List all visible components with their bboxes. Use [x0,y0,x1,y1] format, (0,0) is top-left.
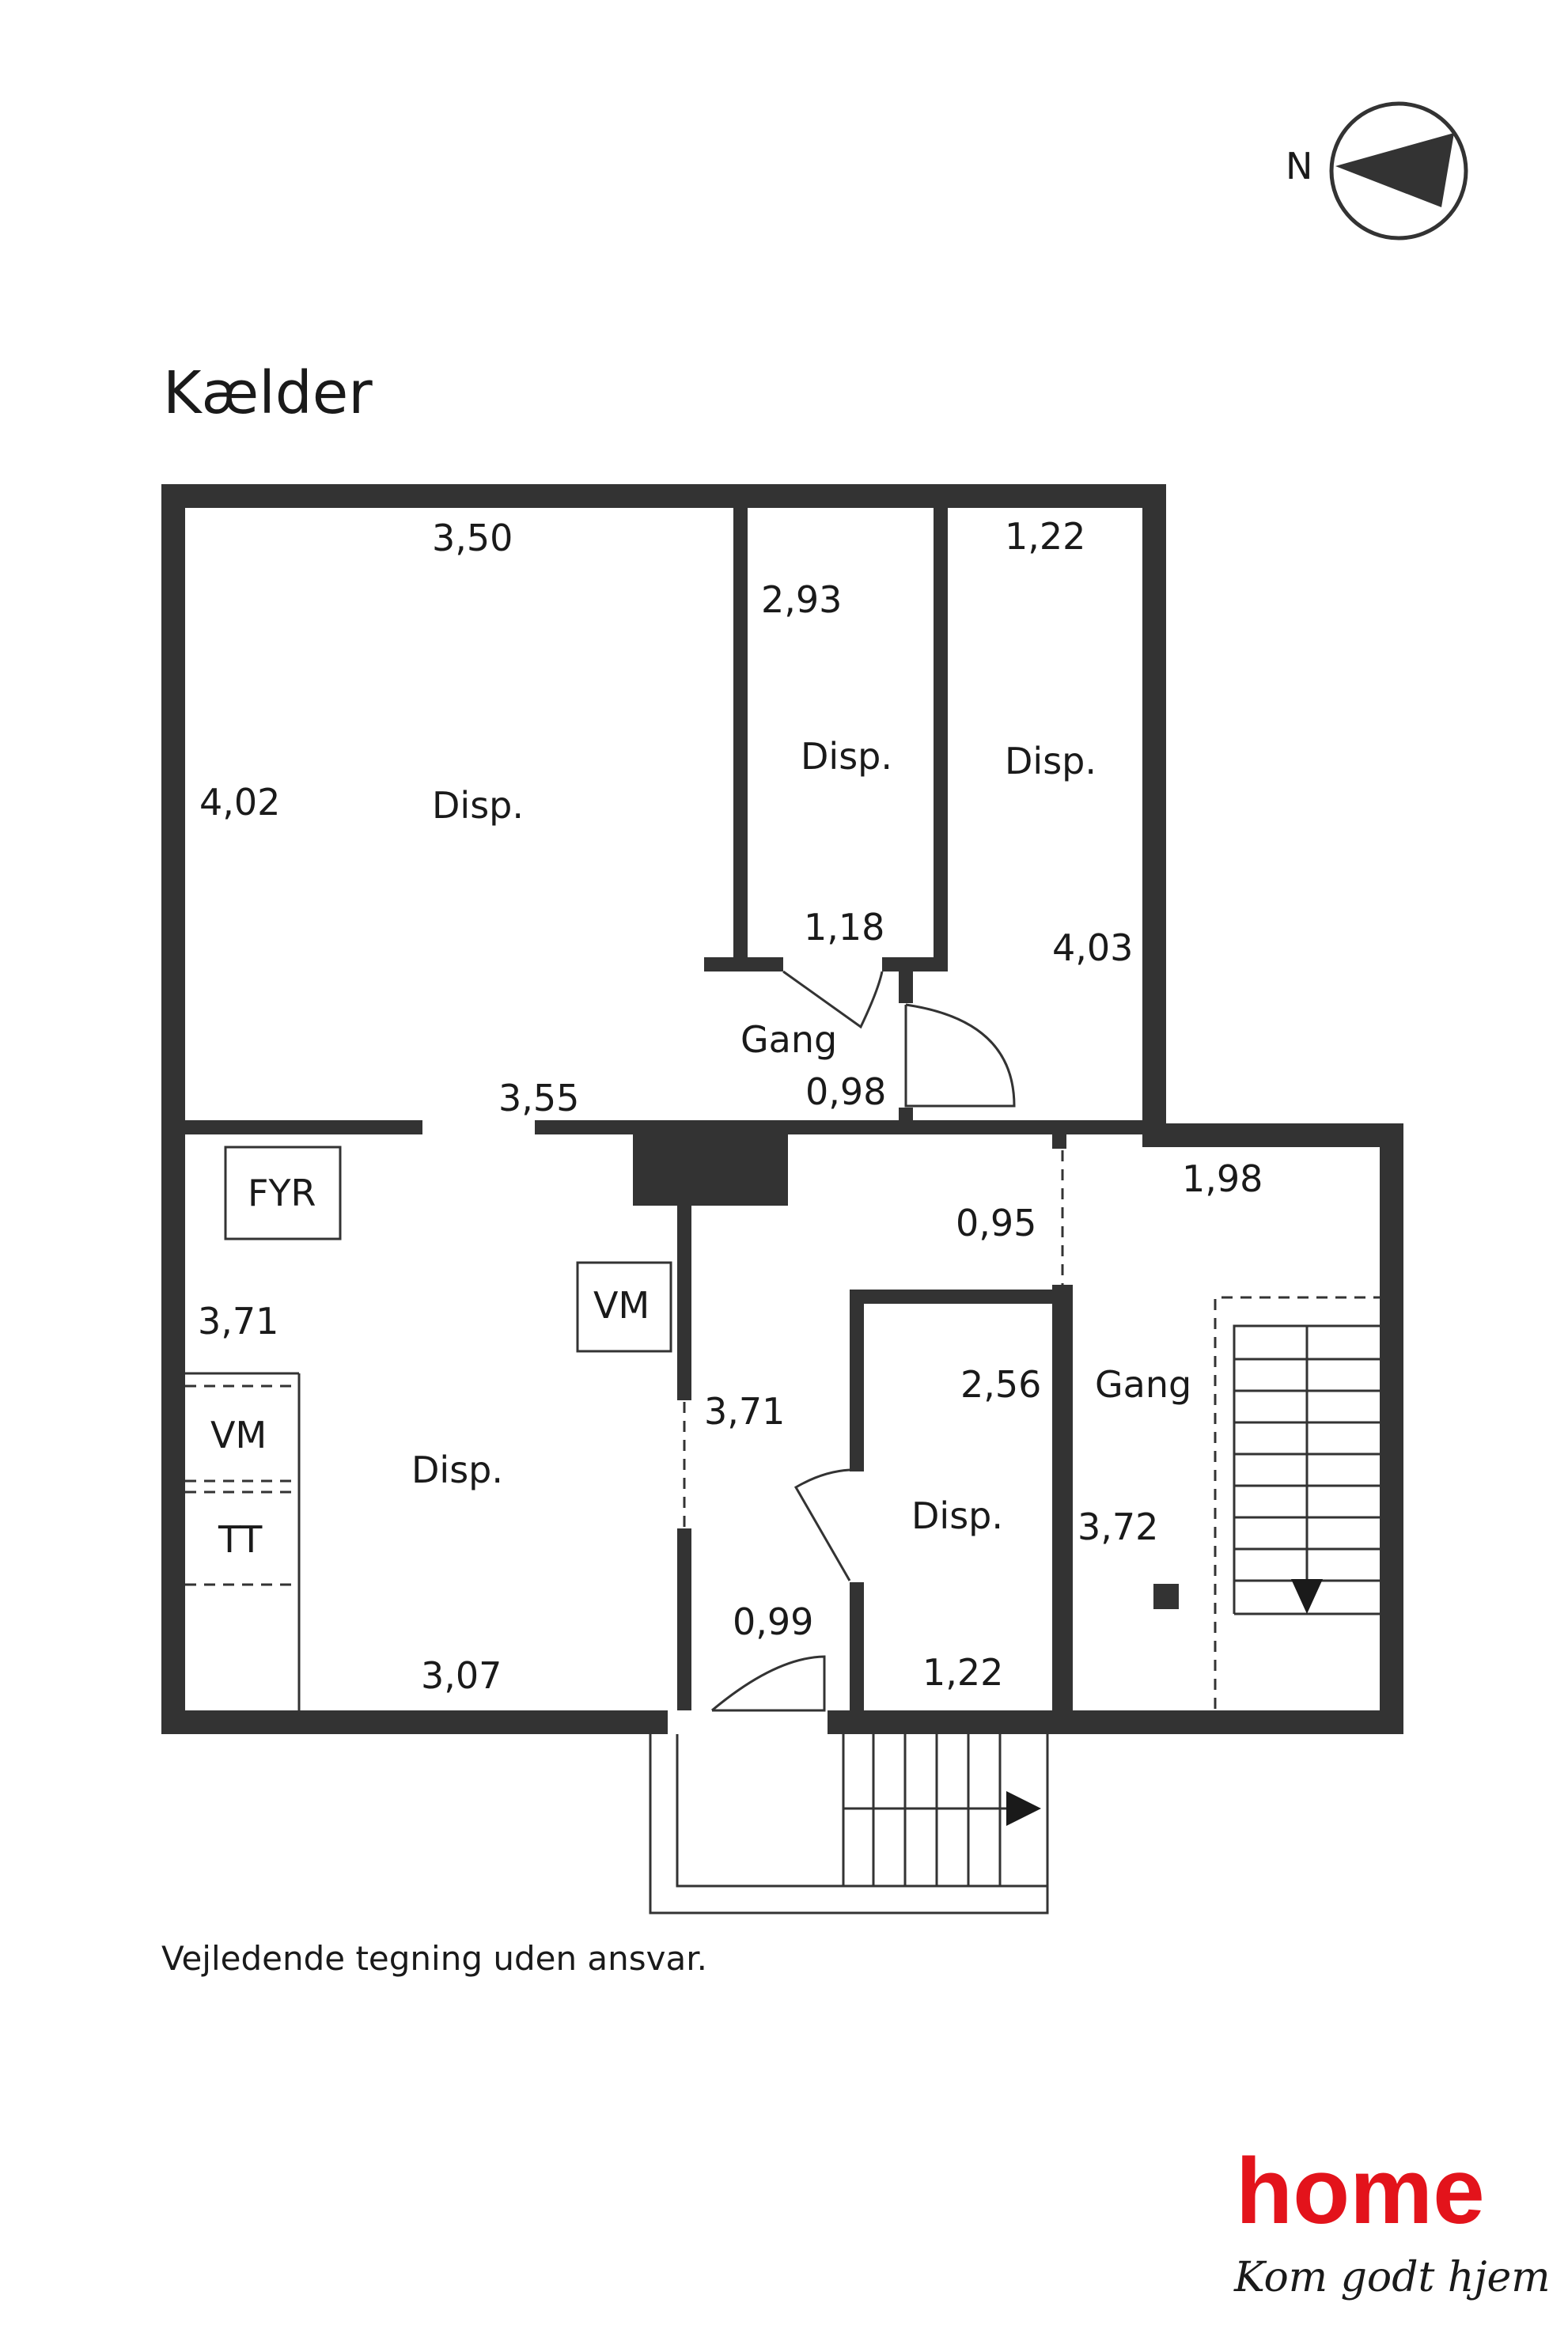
washing-machine [576,1261,672,1353]
interior-walls [185,508,1142,1710]
brand-logo: home Kom godt hjem [1233,2139,1551,2301]
compass: N [1286,101,1468,241]
room-label: Disp. [801,735,892,778]
boiler [224,1146,342,1240]
compass-label: N [1286,145,1312,187]
dimension-label: 2,93 [761,578,842,621]
dimension-label: 1,98 [1182,1157,1263,1200]
dimension-label: 3,72 [1078,1506,1158,1548]
room-label: Gang [740,1018,837,1061]
stairs-internal [1214,1296,1380,1709]
stair-arrow-icon [1006,1791,1041,1826]
compass-circle [1329,101,1468,241]
dimension-label: 0,99 [733,1600,813,1643]
room-label: Gang [1095,1363,1191,1406]
dimension-label: 2,56 [960,1363,1041,1406]
door-swing [793,1468,851,1581]
door-swing [904,1003,1016,1108]
north-arrow-icon [1335,133,1454,207]
dashed-openings [683,1150,1064,1527]
dimension-label: 3,07 [421,1654,502,1697]
dimension-label: 3,55 [498,1077,579,1119]
stairs-external [649,1734,1049,1915]
fyr-label: FYR [248,1172,316,1214]
door-swing [782,970,884,1029]
dimension-label: 4,02 [199,781,280,824]
disclaimer: Vejledende tegning uden ansvar. [161,1939,707,1978]
room-label: Disp. [411,1449,503,1491]
outer-walls [161,484,1403,1734]
dimension-label: 3,50 [432,517,513,559]
dimension-label: 1,22 [922,1651,1003,1694]
room-label: Disp. [1005,740,1096,782]
fixtures: FYR VM VM TT [185,1146,1179,1710]
floor-title: Kælder [163,359,373,427]
dimension-label: 0,95 [956,1202,1036,1244]
tt-label: TT [218,1518,263,1561]
doors [711,970,1016,1712]
logo-wordmark: home [1236,2139,1485,2244]
dimension-label: 1,22 [1005,515,1085,558]
dimension-label: 3,71 [704,1390,785,1433]
dimension-label: 1,18 [804,906,884,949]
dimension-label: 0,98 [805,1070,886,1113]
dimension-label: 4,03 [1052,926,1133,969]
stair-arrow-icon [1291,1579,1323,1614]
drain [1153,1584,1179,1609]
vm-label: VM [593,1284,650,1327]
dimension-label: 3,71 [198,1300,278,1343]
room-label: Disp. [432,784,524,827]
vm-label: VM [210,1414,267,1456]
room-label: Disp. [911,1494,1003,1537]
logo-slogan: Kom godt hjem [1233,2254,1551,2301]
door-swing [711,1655,826,1712]
